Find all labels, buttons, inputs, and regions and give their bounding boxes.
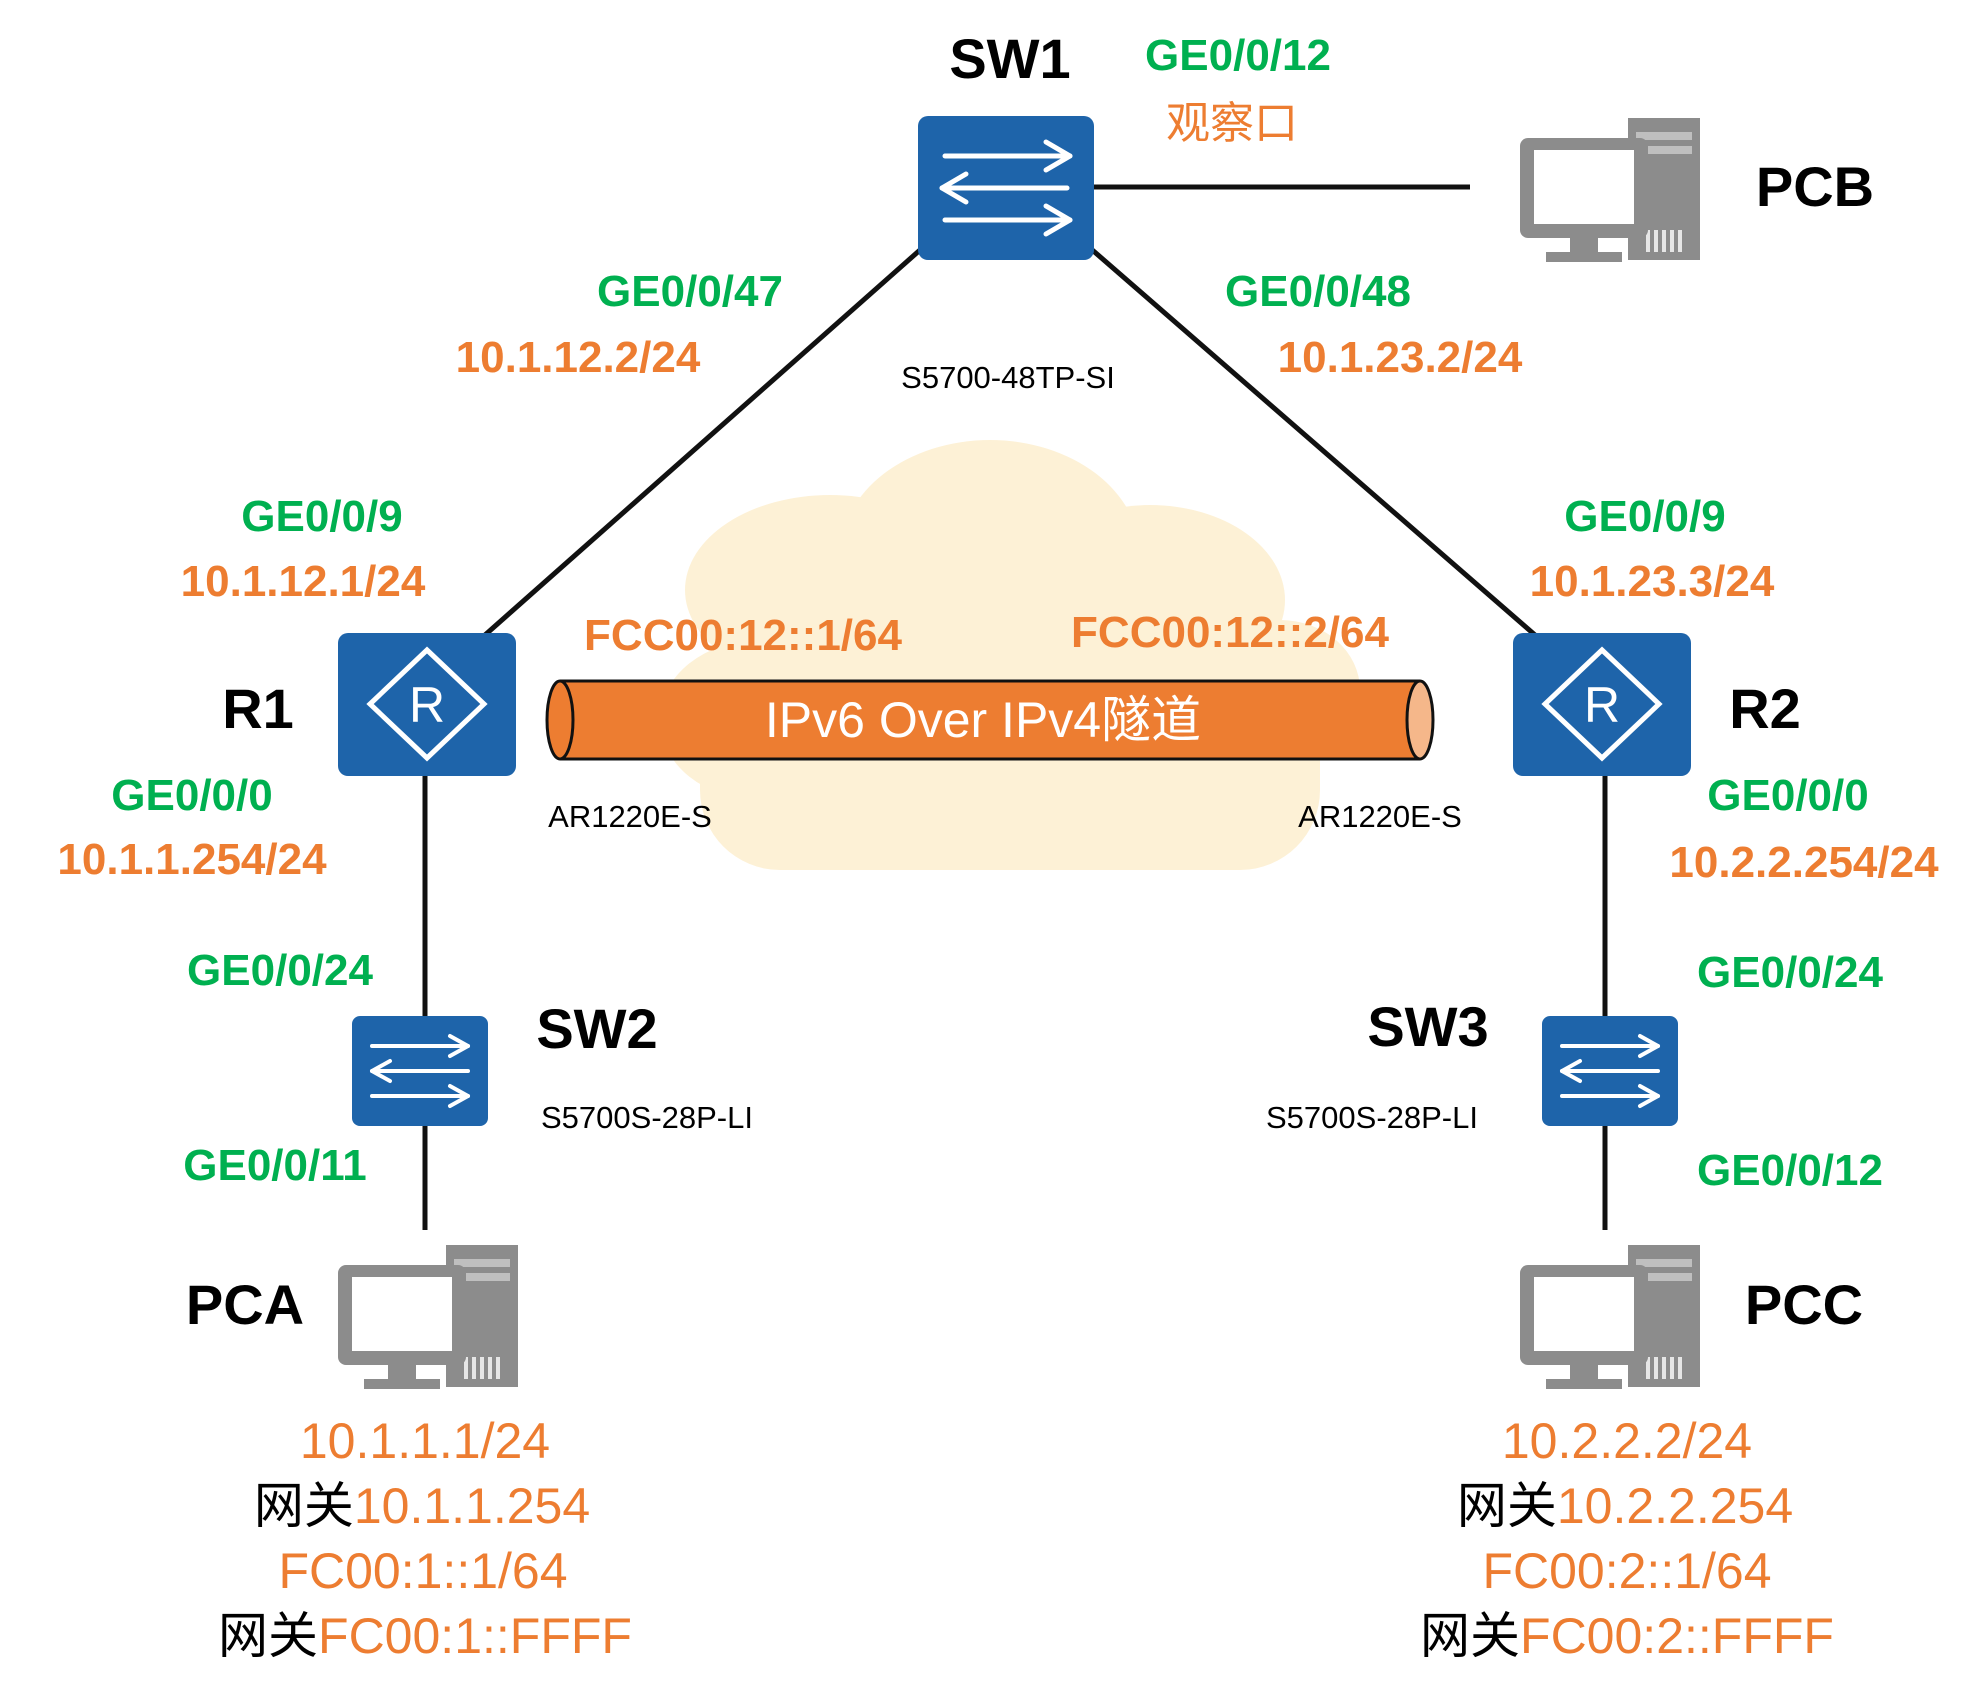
r2-name: R2 — [1729, 677, 1801, 740]
sw1-r1-r1-ip: 10.1.12.1/24 — [181, 557, 426, 606]
pca-gw-ipv6: FC00:1::FFFF — [318, 1608, 632, 1664]
sw2-model: S5700S-28P-LI — [541, 1100, 753, 1135]
pca-gw-ipv6-line: 网关FC00:1::FFFF — [218, 1608, 632, 1664]
pcb-pc-icon[interactable] — [1520, 118, 1700, 262]
sw1-pcb-note: 观察口 — [1166, 99, 1298, 148]
sw1-r1-r1-port: GE0/0/9 — [241, 492, 402, 541]
r2-sw3-r2-ip: 10.2.2.254/24 — [1669, 838, 1939, 887]
sw3-model: S5700S-28P-LI — [1266, 1100, 1478, 1135]
r2-model: AR1220E-S — [1298, 799, 1462, 834]
r1-sw2-r1-port: GE0/0/0 — [111, 771, 272, 820]
svg-text:R: R — [409, 677, 445, 733]
pca-gw-ipv4-prefix: 网关 — [254, 1478, 354, 1534]
r1-model: AR1220E-S — [548, 799, 712, 834]
tunnel-label: IPv6 Over IPv4隧道 — [765, 692, 1201, 748]
pipe-icon — [545, 679, 1435, 761]
sw3-pcc-sw3-port: GE0/0/12 — [1697, 1146, 1883, 1195]
pca-gw-ipv6-prefix: 网关 — [218, 1608, 318, 1664]
r2-sw3-sw3-port: GE0/0/24 — [1697, 948, 1883, 997]
link-sw1-r1 — [483, 248, 922, 637]
sw1-pcb-port: GE0/0/12 — [1145, 31, 1331, 80]
pca-ipv6: FC00:1::1/64 — [278, 1543, 567, 1599]
sw1-r2-r2-ip: 10.1.23.3/24 — [1530, 557, 1775, 606]
pca-gw-ipv4: 10.1.1.254 — [354, 1478, 590, 1534]
links — [422, 184, 1608, 1230]
r2-router-icon[interactable]: R — [1513, 633, 1691, 776]
tunnel-r1-end: FCC00:12::1/64 — [584, 611, 902, 660]
pca-gw-ipv4-line: 网关10.1.1.254 — [254, 1478, 590, 1534]
sw1-name: SW1 — [949, 27, 1070, 90]
sw3-name: SW3 — [1367, 995, 1488, 1058]
sw1-r2-r2-port: GE0/0/9 — [1564, 492, 1725, 541]
sw3-switch-icon[interactable] — [1542, 1016, 1678, 1126]
sw1-r2-sw1-ip: 10.1.23.2/24 — [1278, 333, 1523, 382]
pca-name: PCA — [186, 1273, 304, 1336]
sw1-switch-icon[interactable] — [918, 116, 1094, 260]
sw2-switch-icon[interactable] — [352, 1016, 488, 1126]
pcc-gw-ipv4-prefix: 网关 — [1457, 1478, 1557, 1534]
sw1-r1-sw1-ip: 10.1.12.2/24 — [456, 333, 701, 382]
sw2-name: SW2 — [536, 997, 657, 1060]
r1-name: R1 — [222, 677, 294, 740]
pcc-name: PCC — [1745, 1273, 1863, 1336]
svg-text:R: R — [1584, 677, 1620, 733]
pcc-gw-ipv6-prefix: 网关 — [1420, 1608, 1520, 1664]
link-sw1-r2 — [1088, 246, 1537, 637]
pcc-ipv4: 10.2.2.2/24 — [1502, 1413, 1752, 1469]
pcc-pc-icon[interactable] — [1520, 1245, 1700, 1389]
pcc-gw-ipv4: 10.2.2.254 — [1557, 1478, 1793, 1534]
pcc-ipv6: FC00:2::1/64 — [1482, 1543, 1771, 1599]
sw1-r2-sw1-port: GE0/0/48 — [1225, 267, 1411, 316]
pca-pc-icon[interactable] — [338, 1245, 518, 1389]
pcc-gw-ipv6-line: 网关FC00:2::FFFF — [1420, 1608, 1834, 1664]
sw1-r1-sw1-port: GE0/0/47 — [597, 267, 783, 316]
sw1-model: S5700-48TP-SI — [901, 360, 1115, 395]
r1-sw2-r1-ip: 10.1.1.254/24 — [57, 835, 327, 884]
r1-sw2-sw2-port: GE0/0/24 — [187, 946, 373, 995]
pcc-gw-ipv6: FC00:2::FFFF — [1520, 1608, 1834, 1664]
r2-sw3-r2-port: GE0/0/0 — [1707, 771, 1868, 820]
pcc-gw-ipv4-line: 网关10.2.2.254 — [1457, 1478, 1793, 1534]
tunnel-r2-end: FCC00:12::2/64 — [1071, 608, 1389, 657]
r1-router-icon[interactable]: R — [338, 633, 516, 776]
sw2-pca-sw2-port: GE0/0/11 — [183, 1141, 366, 1190]
pca-ipv4: 10.1.1.1/24 — [300, 1413, 550, 1469]
pcb-name: PCB — [1756, 155, 1874, 218]
